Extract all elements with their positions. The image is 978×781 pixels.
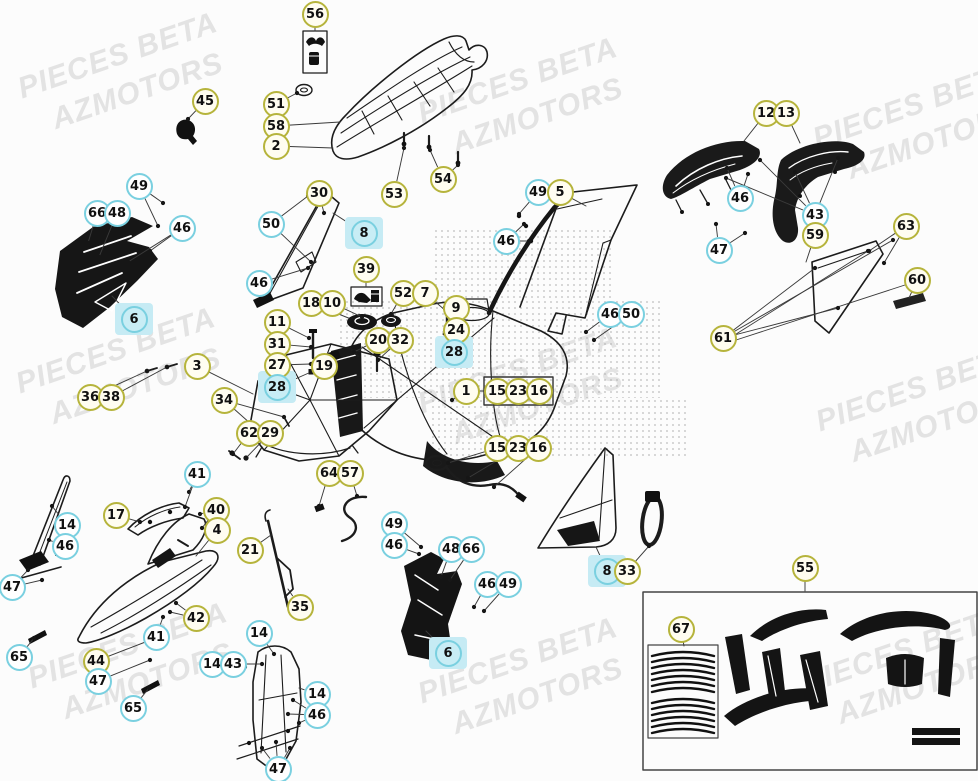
callout-46[interactable]: 46 (726, 184, 754, 212)
callout-29[interactable]: 29 (256, 419, 284, 447)
callout-49[interactable]: 49 (524, 178, 552, 206)
rear-bracket-right (772, 141, 865, 243)
callout-48[interactable]: 48 (103, 199, 131, 227)
callout-46[interactable]: 46 (245, 269, 273, 297)
small-parts-box (350, 286, 383, 307)
callout-47[interactable]: 47 (264, 755, 292, 781)
callout-43[interactable]: 43 (801, 201, 829, 229)
callout-49[interactable]: 49 (380, 510, 408, 538)
callout-47[interactable]: 47 (84, 667, 112, 695)
rim-stickers (650, 650, 716, 735)
callout-28[interactable]: 28 (263, 373, 291, 401)
callout-38[interactable]: 38 (97, 383, 125, 411)
callout-61[interactable]: 61 (709, 324, 737, 352)
hook-part (176, 119, 197, 145)
callout-7[interactable]: 7 (411, 279, 439, 307)
callout-57[interactable]: 57 (336, 459, 364, 487)
callout-63[interactable]: 63 (892, 212, 920, 240)
callout-56[interactable]: 56 (301, 0, 329, 28)
callout-67[interactable]: 67 (667, 615, 695, 643)
callout-54[interactable]: 54 (429, 165, 457, 193)
callout-58[interactable]: 58 (262, 112, 290, 140)
callout-34[interactable]: 34 (210, 386, 238, 414)
callout-2[interactable]: 2 (262, 132, 290, 160)
callout-6[interactable]: 6 (434, 639, 462, 667)
callout-16[interactable]: 16 (525, 377, 553, 405)
callout-53[interactable]: 53 (380, 180, 408, 208)
callout-24[interactable]: 24 (442, 316, 470, 344)
callout-3[interactable]: 3 (183, 352, 211, 380)
callout-8[interactable]: 8 (593, 557, 621, 585)
decal-shapes (724, 609, 960, 745)
callout-65[interactable]: 65 (5, 643, 33, 671)
callout-47[interactable]: 47 (705, 236, 733, 264)
pin (28, 630, 47, 644)
callout-42[interactable]: 42 (182, 604, 210, 632)
callout-59[interactable]: 59 (801, 221, 829, 249)
callout-14[interactable]: 14 (245, 619, 273, 647)
callout-17[interactable]: 17 (102, 501, 130, 529)
callout-49[interactable]: 49 (125, 172, 153, 200)
callout-39[interactable]: 39 (352, 255, 380, 283)
rear-bracket-left (662, 140, 760, 214)
callout-14[interactable]: 14 (303, 680, 331, 708)
halftone-texture (430, 398, 686, 460)
callout-60[interactable]: 60 (903, 266, 931, 294)
fork-guard (236, 645, 302, 769)
callout-33[interactable]: 33 (613, 557, 641, 585)
callout-66[interactable]: 66 (457, 535, 485, 563)
left-side-panel (55, 217, 158, 328)
callout-50[interactable]: 50 (617, 300, 645, 328)
callout-41[interactable]: 41 (142, 623, 170, 651)
callout-65[interactable]: 65 (119, 694, 147, 722)
callout-4[interactable]: 4 (203, 516, 231, 544)
left-shroud-bracket (253, 190, 340, 308)
callout-50[interactable]: 50 (257, 210, 285, 238)
callout-43[interactable]: 43 (219, 650, 247, 678)
callout-46[interactable]: 46 (492, 227, 520, 255)
front-fender (77, 502, 219, 644)
callout-52[interactable]: 52 (389, 279, 417, 307)
callout-5[interactable]: 5 (546, 178, 574, 206)
callout-35[interactable]: 35 (286, 593, 314, 621)
callout-46[interactable]: 46 (51, 532, 79, 560)
right-shroud (537, 447, 617, 549)
callout-28[interactable]: 28 (440, 338, 468, 366)
callout-10[interactable]: 10 (318, 289, 346, 317)
lower-shroud (401, 552, 462, 660)
callout-46[interactable]: 46 (596, 300, 624, 328)
callout-49[interactable]: 49 (494, 570, 522, 598)
callout-13[interactable]: 13 (772, 99, 800, 127)
callout-8[interactable]: 8 (350, 219, 378, 247)
callout-41[interactable]: 41 (183, 460, 211, 488)
callout-32[interactable]: 32 (386, 326, 414, 354)
callout-46[interactable]: 46 (168, 214, 196, 242)
halftone-texture (433, 228, 615, 298)
callout-15[interactable]: 15 (483, 434, 511, 462)
callout-46[interactable]: 46 (303, 701, 331, 729)
callout-55[interactable]: 55 (791, 554, 819, 582)
callout-6[interactable]: 6 (120, 305, 148, 333)
sticker-kit-box (642, 591, 978, 771)
callout-30[interactable]: 30 (305, 179, 333, 207)
callout-45[interactable]: 45 (191, 87, 219, 115)
reflector (893, 293, 926, 309)
callout-46[interactable]: 46 (380, 531, 408, 559)
callout-1[interactable]: 1 (452, 377, 480, 405)
callout-15[interactable]: 15 (483, 377, 511, 405)
callout-19[interactable]: 19 (310, 352, 338, 380)
callout-21[interactable]: 21 (236, 536, 264, 564)
callout-16[interactable]: 16 (524, 434, 552, 462)
callout-47[interactable]: 47 (0, 573, 26, 601)
seat-bumper (295, 83, 313, 97)
